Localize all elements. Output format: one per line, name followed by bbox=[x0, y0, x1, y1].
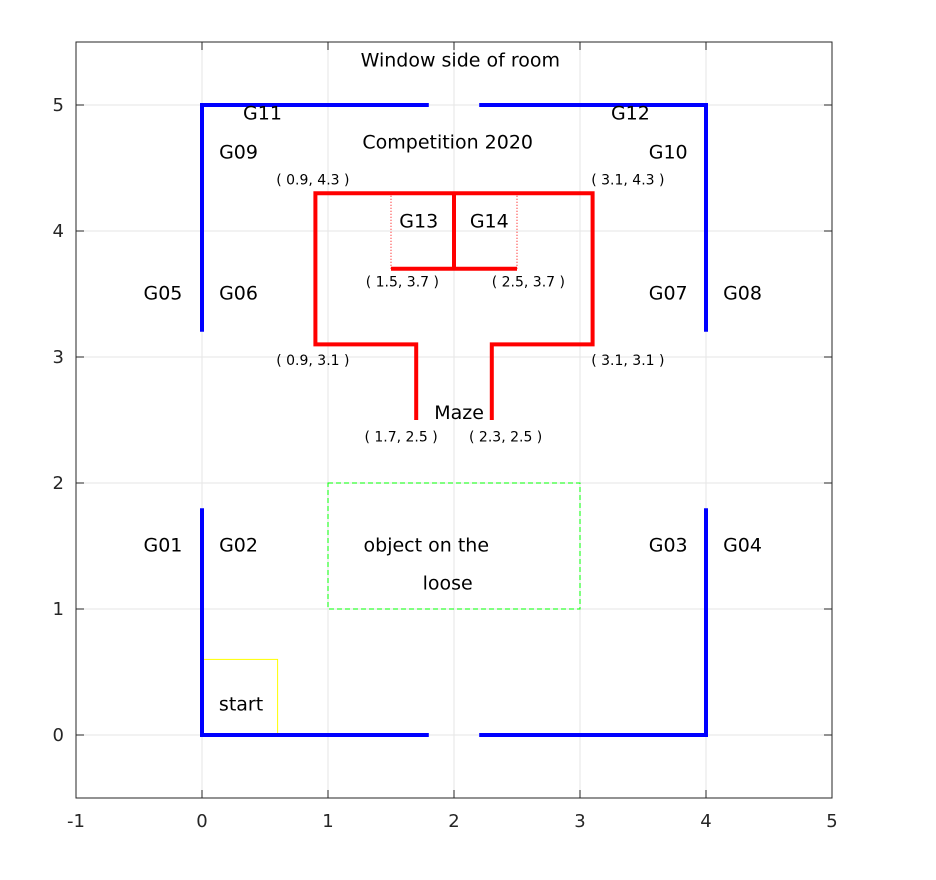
x-tick-label: 2 bbox=[448, 811, 459, 832]
coordinate-label: ( 3.1, 4.3 ) bbox=[591, 173, 664, 189]
annotation-label: Window side of room bbox=[361, 49, 560, 71]
annotation-label: start bbox=[219, 693, 263, 715]
y-tick-label: 2 bbox=[53, 473, 64, 494]
coordinate-label: ( 0.9, 3.1 ) bbox=[276, 353, 349, 369]
wall-segment bbox=[479, 508, 708, 737]
coordinate-label: ( 1.7, 2.5 ) bbox=[364, 430, 437, 446]
annotation-label: G01 bbox=[143, 535, 182, 557]
walls-layer bbox=[200, 103, 708, 737]
annotation-label: G04 bbox=[723, 535, 762, 557]
annotation-label: G10 bbox=[649, 141, 688, 163]
annotation-label: G08 bbox=[723, 283, 762, 305]
annotation-label: Maze bbox=[434, 402, 484, 424]
annotation-label: G05 bbox=[143, 283, 182, 305]
maze-layer bbox=[313, 191, 595, 420]
y-tick-label: 3 bbox=[53, 347, 64, 368]
annotation-label: G06 bbox=[219, 283, 258, 305]
x-tick-label: 3 bbox=[574, 811, 585, 832]
x-tick-label: -1 bbox=[67, 811, 85, 832]
annotation-label: Competition 2020 bbox=[362, 131, 533, 153]
y-tick-label: 4 bbox=[53, 221, 64, 242]
y-tick-label: 5 bbox=[53, 95, 64, 116]
annotation-label: object on the bbox=[364, 535, 489, 557]
x-tick-label: 0 bbox=[196, 811, 207, 832]
coordinate-label: ( 1.5, 3.7 ) bbox=[366, 275, 439, 291]
wall-segment bbox=[479, 103, 708, 332]
annotation-label: G12 bbox=[611, 102, 650, 124]
y-tick-label: 0 bbox=[53, 725, 64, 746]
x-tick-label: 4 bbox=[700, 811, 711, 832]
coordinate-label: ( 2.3, 2.5 ) bbox=[469, 430, 542, 446]
coordinate-label: ( 2.5, 3.7 ) bbox=[492, 275, 565, 291]
annotation-label: G09 bbox=[219, 141, 258, 163]
ticks-layer: -1 0 1 2 3 4 5 0 1 2 3 4 5 bbox=[53, 42, 838, 832]
annotation-label: G02 bbox=[219, 535, 258, 557]
object-box-layer bbox=[327, 482, 581, 610]
annotation-label: G11 bbox=[243, 102, 282, 124]
x-tick-label: 1 bbox=[322, 811, 333, 832]
annotation-label: G14 bbox=[470, 211, 509, 233]
wall-segment bbox=[200, 508, 429, 737]
wall-segment bbox=[200, 103, 429, 332]
object-on-the-loose-box bbox=[327, 482, 581, 610]
annotation-label: loose bbox=[423, 572, 473, 594]
annotation-label: G13 bbox=[399, 211, 438, 233]
x-tick-label: 5 bbox=[826, 811, 837, 832]
coordinate-label: ( 3.1, 3.1 ) bbox=[591, 353, 664, 369]
annotation-label: G03 bbox=[649, 535, 688, 557]
coordinate-label: ( 0.9, 4.3 ) bbox=[276, 173, 349, 189]
y-tick-label: 1 bbox=[53, 599, 64, 620]
annotation-label: G07 bbox=[649, 283, 688, 305]
